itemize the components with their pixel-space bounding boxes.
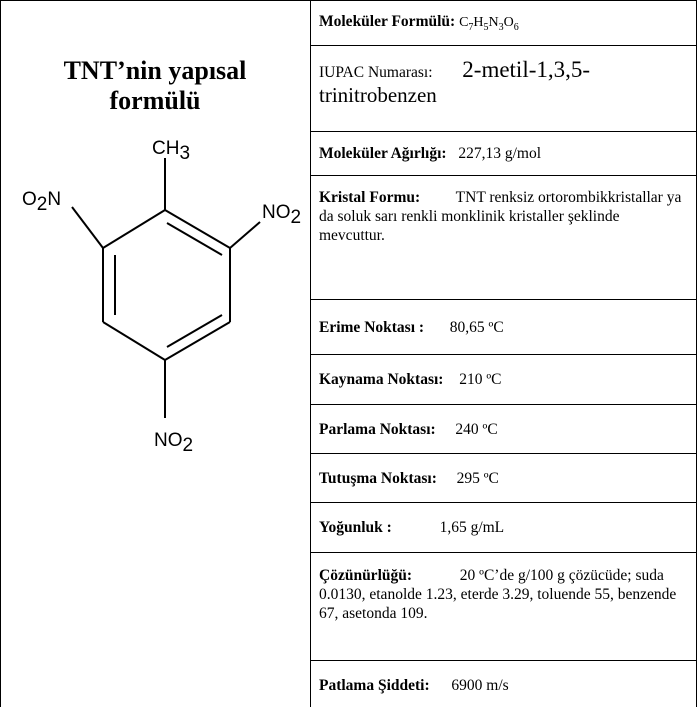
molecular-formula-value: C7H5N3O6 bbox=[459, 15, 519, 33]
solubility-value-first: 20 ºC’de g/100 g bbox=[459, 567, 565, 584]
row-iupac-name: IUPAC Numarası: 2-metil-1,3,5- trinitrob… bbox=[319, 57, 687, 108]
molecular-weight-label: Moleküler Ağırlığı: bbox=[319, 145, 447, 162]
double-bond bbox=[166, 222, 223, 256]
row-ignition-point: Tutuşma Noktası: 295 ºC bbox=[319, 469, 687, 488]
melting-point-label: Erime Noktası : bbox=[319, 319, 425, 336]
double-bond bbox=[166, 314, 223, 348]
table-left-border bbox=[0, 0, 1, 707]
nitro-group-label-right: NO2 bbox=[262, 202, 301, 228]
ring-bond bbox=[164, 209, 231, 249]
row-divider bbox=[310, 453, 696, 454]
detonation-velocity-value: 6900 m/s bbox=[451, 677, 509, 694]
solubility-label: Çözünürlüğü: bbox=[319, 567, 413, 584]
flash-point-value: 240 ºC bbox=[455, 421, 498, 438]
detonation-velocity-label: Patlama Şiddeti: bbox=[319, 677, 430, 694]
row-divider bbox=[310, 175, 696, 176]
row-molecular-weight: Moleküler Ağırlığı: 227,13 g/mol bbox=[319, 144, 687, 163]
structure-title: TNT’nin yapısal formülü bbox=[20, 56, 290, 116]
row-divider bbox=[310, 131, 696, 132]
structure-title-line2: formülü bbox=[109, 86, 201, 115]
molecular-weight-value: 227,13 g/mol bbox=[458, 145, 541, 162]
crystal-form-label: Kristal Formu: bbox=[319, 189, 421, 206]
boiling-point-value: 210 ºC bbox=[459, 371, 502, 388]
molecular-formula-label: Moleküler Formülü: bbox=[319, 13, 456, 30]
melting-point-value: 80,65 ºC bbox=[449, 319, 504, 336]
nitro-group-label-bottom: NO2 bbox=[154, 430, 193, 456]
row-melting-point: Erime Noktası : 80,65 ºC bbox=[319, 318, 687, 337]
iupac-label: IUPAC Numarası: bbox=[319, 64, 433, 81]
table-column-divider bbox=[310, 0, 311, 707]
tnt-structural-formula: CH3 O2N NO2 NO2 bbox=[22, 138, 301, 456]
row-molecular-formula: Moleküler Formülü: C7H5N3O6 bbox=[319, 12, 687, 32]
row-divider bbox=[310, 45, 696, 46]
row-detonation-velocity: Patlama Şiddeti: 6900 m/s bbox=[319, 676, 687, 695]
flash-point-label: Parlama Noktası: bbox=[319, 421, 436, 438]
crystal-form-value-rest: ortorombikkristallar ya da soluk sarı re… bbox=[319, 189, 682, 244]
structure-title-line1: TNT’nin yapısal bbox=[63, 56, 247, 85]
row-divider bbox=[310, 552, 696, 553]
ring-bond bbox=[102, 321, 166, 361]
nitro-group-label-left: O2N bbox=[22, 189, 61, 215]
iupac-value-line2: trinitrobenzen bbox=[319, 83, 437, 107]
crystal-form-value-first: TNT renksiz bbox=[455, 189, 535, 206]
nitro-bond-right bbox=[229, 221, 261, 249]
row-solubility: Çözünürlüğü: 20 ºC’de g/100 g çözücüde; … bbox=[319, 566, 687, 623]
ignition-point-label: Tutuşma Noktası: bbox=[319, 470, 437, 487]
row-divider bbox=[310, 299, 696, 300]
density-value: 1,65 g/mL bbox=[439, 519, 505, 536]
row-divider bbox=[0, 0, 697, 1]
row-divider bbox=[310, 354, 696, 355]
row-divider bbox=[310, 502, 696, 503]
row-flash-point: Parlama Noktası: 240 ºC bbox=[319, 420, 687, 439]
row-boiling-point: Kaynama Noktası: 210 ºC bbox=[319, 370, 687, 389]
row-divider bbox=[310, 660, 696, 661]
ring-bond bbox=[164, 321, 231, 361]
row-divider bbox=[310, 404, 696, 405]
methyl-group-label: CH3 bbox=[152, 138, 190, 164]
row-density: Yoğunluk : 1,65 g/mL bbox=[319, 518, 687, 537]
density-label: Yoğunluk : bbox=[319, 519, 392, 536]
ignition-point-value: 295 ºC bbox=[456, 470, 499, 487]
nitro-bond-left bbox=[71, 206, 104, 249]
iupac-value-line1: 2-metil-1,3,5- bbox=[462, 57, 591, 82]
boiling-point-label: Kaynama Noktası: bbox=[319, 371, 444, 388]
solubility-value-rest: çözücüde; suda 0.0130, etanolde 1.23, et… bbox=[319, 567, 677, 622]
ring-bond bbox=[102, 209, 166, 249]
row-crystal-form: Kristal Formu: TNT renksiz ortorombikkri… bbox=[319, 188, 687, 245]
